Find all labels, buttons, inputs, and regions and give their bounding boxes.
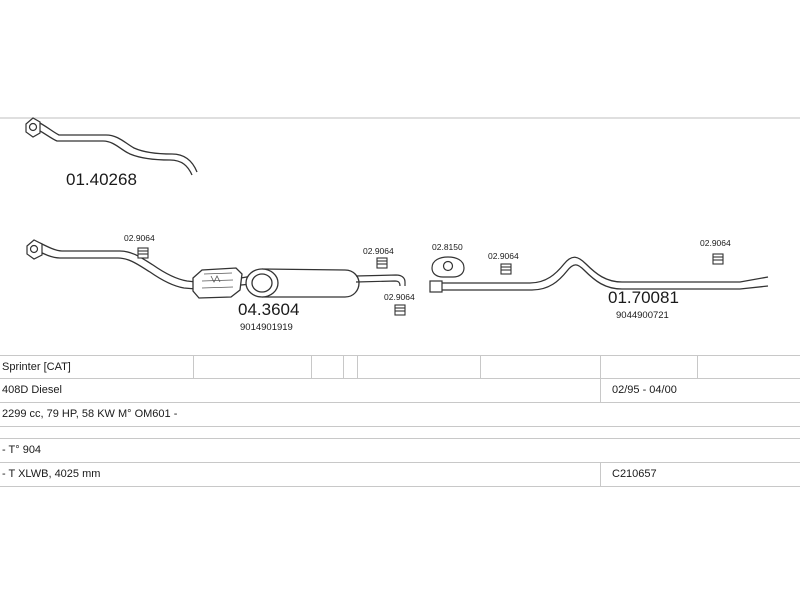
vehicle-variant: 408D Diesel [2, 384, 62, 396]
oem-number-tail-pipe: 9044900721 [616, 310, 669, 321]
clamp-rear-1 [500, 263, 512, 275]
part-number-front-pipe-upper: 01.40268 [66, 170, 137, 189]
spec-row-model: Sprinter [CAT] [0, 355, 800, 379]
rubber-mount [431, 256, 465, 278]
oem-number-middle-silencer: 9014901919 [240, 322, 293, 333]
front-pipe-upper [33, 121, 198, 176]
column-divider [480, 356, 481, 378]
column-divider [357, 356, 358, 378]
middle-outlet-pipe [355, 274, 406, 287]
part-number-clamp-middle-lower: 02.9064 [384, 292, 415, 302]
spec-row-blank [0, 427, 800, 439]
catalytic-converter [192, 267, 243, 299]
part-number-clamp-middle-upper: 02.9064 [363, 246, 394, 256]
vehicle-type: - T° 904 [2, 444, 42, 456]
front-pipe-lower [35, 242, 197, 290]
clamp-middle-upper [376, 257, 388, 269]
part-number-clamp-rear-1: 02.9064 [488, 251, 519, 261]
tail-pipe-inlet [429, 280, 443, 293]
vehicle-years: 02/95 - 04/00 [612, 384, 677, 396]
clamp-front [137, 247, 149, 259]
part-number-rubber-mount: 02.8150 [432, 242, 463, 252]
spec-row-type: - T° 904 [0, 439, 800, 463]
spec-row-wheelbase: - T XLWB, 4025 mm C210657 [0, 463, 800, 487]
tail-pipe [438, 256, 769, 291]
catalog-code: C210657 [612, 468, 657, 480]
column-divider [343, 356, 344, 378]
column-divider [600, 356, 601, 378]
spec-row-engine: 2299 cc, 79 HP, 58 KW M° OM601 - [0, 403, 800, 427]
middle-silencer [245, 268, 360, 298]
front-flange-upper [25, 117, 41, 138]
column-divider [600, 379, 601, 402]
clamp-middle-lower [394, 304, 406, 316]
vehicle-engine: 2299 cc, 79 HP, 58 KW M° OM601 - [2, 408, 178, 420]
column-divider [600, 463, 601, 486]
clamp-rear-2 [712, 253, 724, 265]
part-number-clamp-front: 02.9064 [124, 233, 155, 243]
vehicle-wheelbase: - T XLWB, 4025 mm [2, 468, 101, 480]
part-number-clamp-rear-2: 02.9064 [700, 238, 731, 248]
column-divider [311, 356, 312, 378]
vehicle-model: Sprinter [CAT] [2, 361, 71, 373]
part-number-tail-pipe: 01.70081 [608, 288, 679, 307]
column-divider [697, 356, 698, 378]
part-number-middle-silencer: 04.3604 [238, 300, 299, 319]
vehicle-spec-table: Sprinter [CAT] 408D Diesel 02/95 - 04/00… [0, 355, 800, 488]
front-flange-lower [26, 239, 43, 260]
column-divider [193, 356, 194, 378]
spec-row-variant: 408D Diesel 02/95 - 04/00 [0, 379, 800, 403]
